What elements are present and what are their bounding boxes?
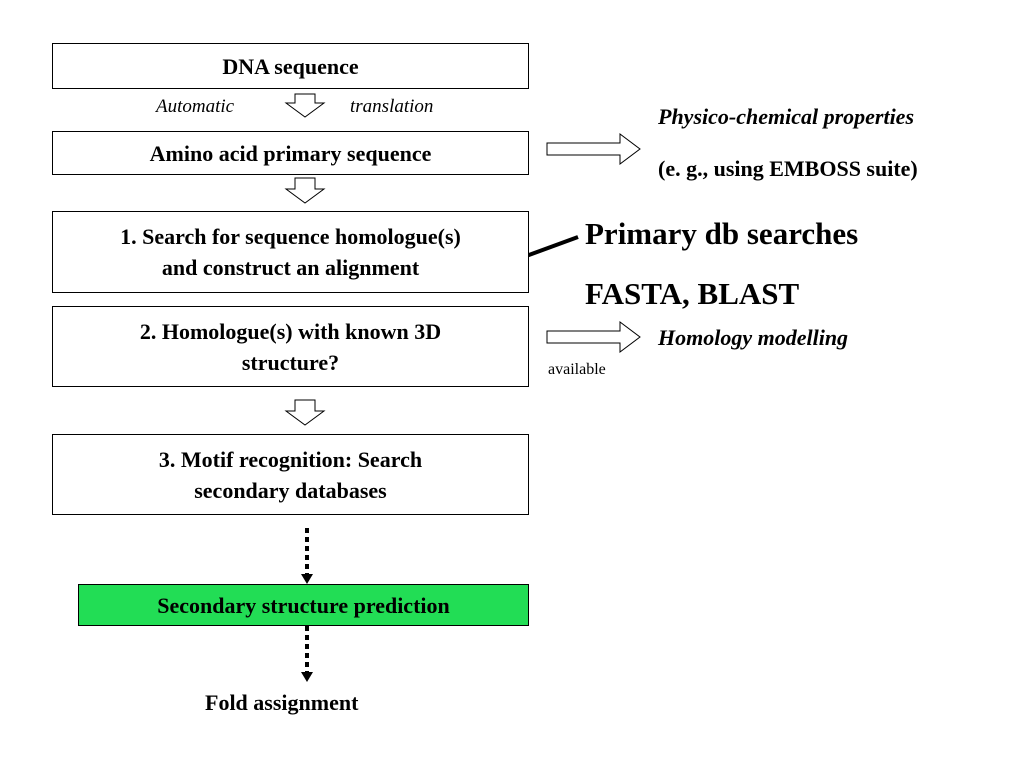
dna-sequence-box: DNA sequence: [52, 43, 529, 89]
available-label: available: [548, 361, 606, 378]
right-arrow-icon: [546, 321, 641, 353]
step2-box: 2. Homologue(s) with known 3D structure?: [52, 306, 529, 387]
step2-line1: 2. Homologue(s) with known 3D: [139, 318, 442, 344]
step1-line1: 1. Search for sequence homologue(s): [120, 224, 461, 249]
secondary-structure-label: Secondary structure prediction: [157, 592, 450, 618]
automatic-label: Automatic: [156, 96, 235, 117]
down-arrow-icon: [284, 399, 326, 426]
step1-line2: and construct an alignment: [161, 255, 420, 280]
physico-chemical-title: Physico-chemical properties: [658, 104, 915, 129]
right-arrow-icon: [546, 133, 641, 165]
amino-acid-label: Amino acid primary sequence: [149, 140, 432, 166]
homology-modelling-label: Homology modelling: [658, 325, 849, 350]
fasta-blast-label: FASTA, BLAST: [585, 276, 800, 311]
dna-sequence-label: DNA sequence: [222, 53, 359, 79]
step2-line2: structure?: [241, 349, 340, 375]
step3-line2: secondary databases: [194, 477, 387, 503]
dotted-arrowhead-icon: [301, 672, 313, 682]
step3-box: 3. Motif recognition: Search secondary d…: [52, 434, 529, 515]
amino-acid-box: Amino acid primary sequence: [52, 131, 529, 175]
down-arrow-icon: [284, 93, 326, 118]
translation-label: translation: [350, 96, 434, 117]
step1-box: 1. Search for sequence homologue(s) and …: [52, 211, 529, 293]
fold-assignment-label: Fold assignment: [205, 690, 359, 715]
secondary-structure-box: Secondary structure prediction: [78, 584, 529, 626]
dotted-arrowhead-icon: [301, 574, 313, 584]
step3-line1: 3. Motif recognition: Search: [158, 446, 423, 472]
emboss-example: (e. g., using EMBOSS suite): [658, 156, 918, 181]
primary-db-searches: Primary db searches: [585, 216, 859, 251]
down-arrow-icon: [284, 177, 326, 204]
